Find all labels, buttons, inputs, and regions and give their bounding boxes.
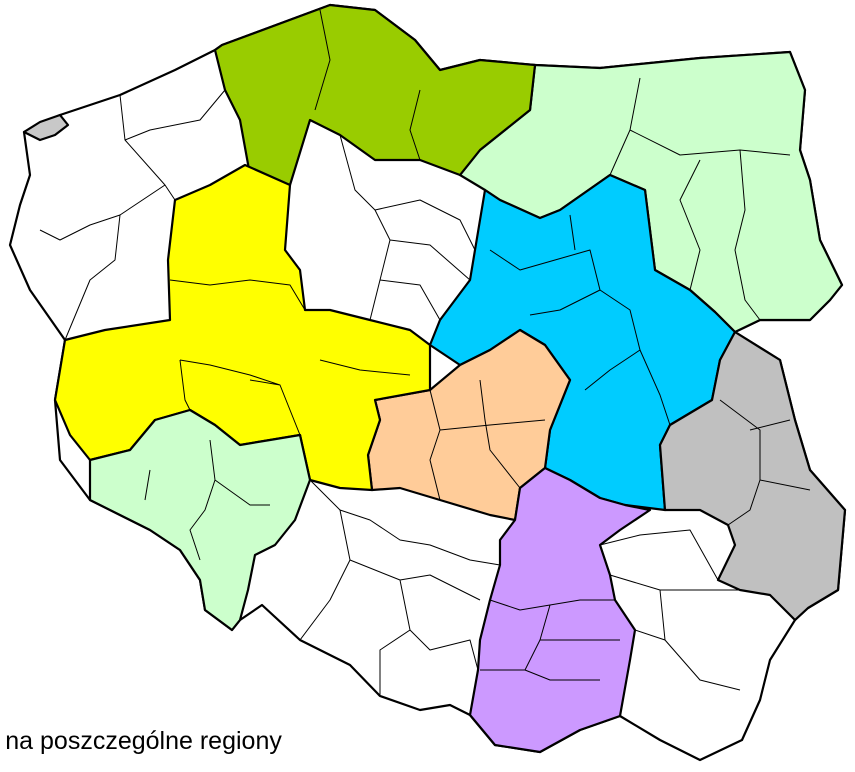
- north-inner-borders: [314, 9, 421, 161]
- center-east-inner-borders: [489, 214, 671, 426]
- west-center-inner-borders: [169, 279, 411, 436]
- region-east: [658, 330, 847, 622]
- white-northwest-borders: [39, 89, 226, 341]
- lagoon-shape: [22, 113, 70, 142]
- white-south-borders: [299, 479, 741, 696]
- map-caption: r na poszczególne regiony: [0, 727, 282, 755]
- ne-inner-borders: [609, 77, 791, 321]
- center-inner-borders: [429, 379, 546, 501]
- region-center-east: [428, 173, 737, 512]
- region-southwest: [88, 408, 312, 632]
- white-center-north-borders: [339, 134, 476, 321]
- region-west-center: [53, 163, 432, 492]
- southwest-inner-borders: [144, 439, 270, 561]
- south-inner-borders: [480, 599, 620, 681]
- region-south: [468, 466, 652, 754]
- east-inner-borders: [719, 399, 811, 526]
